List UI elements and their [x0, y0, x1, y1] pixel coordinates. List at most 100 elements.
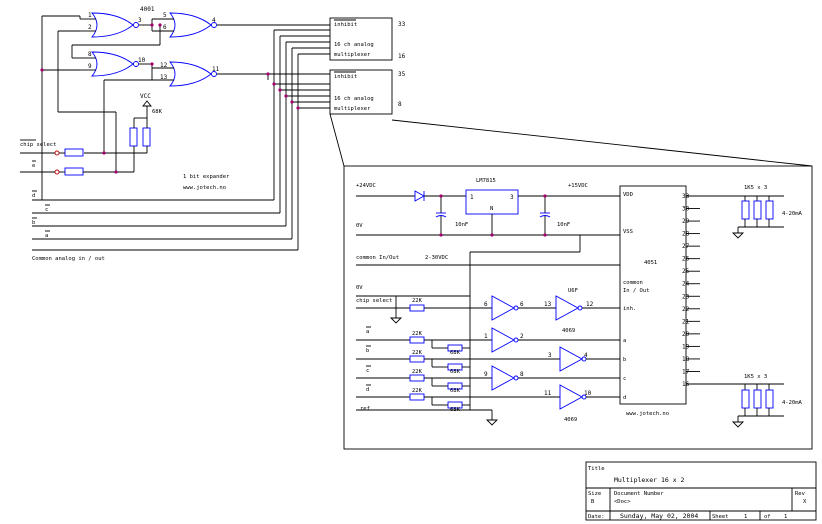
r22k-label: 22K [412, 350, 423, 356]
sheet-label: Sheet [712, 514, 729, 520]
nor-gate-4 [169, 61, 212, 87]
out-res-5 [753, 389, 762, 409]
pin-label: 10 [584, 390, 592, 397]
mux-pin-number: 33 [682, 193, 690, 200]
pin-label: 6 [163, 24, 167, 31]
of-value: 1 [784, 514, 787, 520]
pin-label: 2 [88, 24, 92, 31]
reg-n: N [490, 206, 493, 212]
r-d [409, 393, 425, 401]
mux-box-1: inhibit 16 ch analog multiplexer 33 16 [329, 17, 406, 61]
c-bar-label: c [45, 207, 48, 213]
pin-label: 6 [484, 301, 488, 308]
out-res-6 [765, 389, 774, 409]
r68k-label: 68K [450, 369, 461, 375]
mux1-line2: multiplexer [334, 52, 371, 58]
pin-label: 6 [520, 301, 524, 308]
mux2-pin-bottom: 8 [398, 101, 402, 108]
pin-label: 1 [484, 333, 488, 340]
pin-label: 13 [544, 301, 552, 308]
common-analog-label: Common analog in / out [32, 256, 105, 262]
mux-pin-number: 30 [682, 206, 690, 213]
pin-label: 3 [138, 17, 142, 24]
inverter-1 [491, 295, 515, 321]
zero-v1-label: 0V [356, 223, 363, 229]
mux2-inh: inhibit [334, 74, 357, 80]
mux-pin-number: 20 [682, 331, 690, 338]
pin-label: 9 [88, 63, 92, 70]
out-res-4 [741, 389, 750, 409]
r68k-label: 68K [450, 388, 461, 394]
v15-label: +15VDC [568, 183, 588, 189]
current-bottom: 4-20mA [782, 400, 803, 406]
ic-4069-top: 4069 [562, 328, 575, 334]
size-value: B [591, 499, 595, 505]
inverter-5 [491, 365, 515, 391]
mux-pin-number: 25 [682, 268, 690, 275]
pin-label: 4 [212, 17, 216, 24]
mux1-pin-bottom: 16 [398, 53, 406, 60]
mux-pin-number: 27 [682, 243, 690, 250]
mux-common2: In / Out [623, 288, 650, 294]
d-label: d [366, 387, 369, 393]
mux-vss: VSS [623, 229, 633, 235]
resistor-e [64, 167, 84, 176]
mux-pin-number: 19 [682, 343, 690, 350]
mux-pin-number: 22 [682, 306, 690, 313]
mux-pin-number: 24 [682, 281, 690, 288]
mux-pin-number: 28 [682, 231, 690, 238]
vcc-label: VCC [140, 93, 151, 100]
diode [414, 190, 425, 202]
reg-pin3: 3 [510, 194, 514, 201]
ground-bottom [731, 421, 745, 428]
detail-frame [343, 165, 813, 450]
vcc-symbol [142, 100, 152, 107]
mux-pin-number: 17 [682, 368, 690, 375]
c-label: c [366, 368, 369, 374]
range-label: 2-30VDC [425, 255, 448, 261]
mux-d: d [623, 395, 626, 401]
v24-label: +24VDC [356, 183, 376, 189]
resistor-2 [142, 127, 151, 147]
b-bar-label: b [32, 220, 35, 226]
e-bar-label: e [32, 163, 35, 169]
reg-pin1: 1 [470, 194, 474, 201]
u6f-label: U6F [568, 288, 578, 294]
ref-label: ref [360, 406, 370, 412]
sheet-value: 1 [744, 514, 747, 520]
date-label: Date: [588, 514, 605, 520]
mux2-line1: 16 ch analog [334, 96, 374, 102]
detail-panel: +24VDC LM7815 1 3 N +15VDC 10nF 10nF 0V … [343, 165, 813, 450]
res-bottom-label: 1K5 x 3 [744, 374, 767, 380]
mux-inh: inh. [623, 306, 636, 312]
mux-pin-number: 29 [682, 218, 690, 225]
cap1-label: 10nF [455, 222, 468, 228]
address-lines: d c b a Common analog in / out [32, 29, 330, 262]
r22k-label: 22K [412, 388, 423, 394]
docnum-value: <Doc> [614, 499, 631, 505]
inverter-4 [559, 346, 583, 372]
mux-pin-number: 21 [682, 318, 690, 325]
b-label: b [366, 348, 369, 354]
mux-website: www.jotech.no [626, 411, 669, 417]
inverter-2 [555, 295, 579, 321]
chip-select-label: chip select [20, 142, 56, 148]
mux-ic-label: 4051 [644, 260, 657, 266]
rev-value: X [803, 499, 807, 505]
common-inout-label: common In/Out [356, 255, 399, 261]
pin-label: 2 [520, 333, 524, 340]
pin-label: 1 [88, 12, 92, 19]
of-label: of [764, 514, 771, 520]
pin-label: 13 [160, 74, 168, 81]
mux1-pin-top: 33 [398, 21, 406, 28]
mux1-inh: inhibit [334, 22, 357, 28]
ground-top [731, 232, 745, 239]
mux-4051 [619, 185, 687, 405]
pin-label: 10 [138, 57, 146, 64]
current-top: 4-20mA [782, 211, 803, 217]
nor-gate-1 [91, 12, 134, 38]
pin-label: 12 [160, 62, 168, 69]
a-label: a [366, 329, 369, 335]
chip-select-detail: chip select [356, 298, 392, 304]
